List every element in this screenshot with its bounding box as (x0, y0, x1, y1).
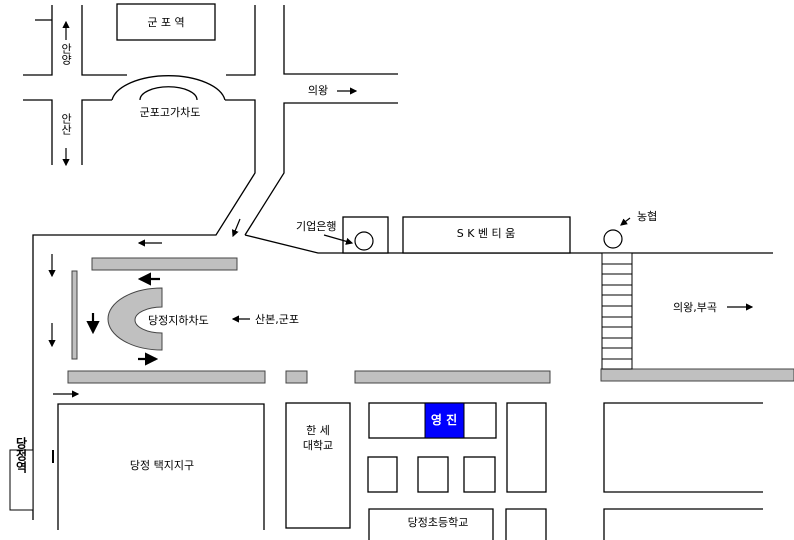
nonghyup-marker (603, 229, 623, 249)
dangjeong-district-label: 당정 택지지구 (130, 459, 194, 472)
arrow-pointer-icon (620, 217, 631, 226)
youngjin-highlight (424, 402, 465, 439)
dangjeong-underpass-shape (107, 287, 163, 351)
youngjin-label: 영 진 (431, 412, 457, 427)
uiwang-label: 의왕 (308, 84, 328, 97)
ansan-label: 안산 (60, 113, 73, 135)
crosswalk (601, 252, 633, 370)
sk-ventium-building (402, 216, 571, 254)
building-block (505, 508, 547, 540)
dangjeong-station-box (9, 449, 34, 511)
gunpo-station-building (116, 3, 216, 41)
building-block (417, 456, 449, 493)
building-block (603, 402, 763, 493)
dangjeong-district-block (57, 403, 265, 530)
gunpo-station-label: 군 포 역 (147, 16, 184, 29)
building-block (506, 402, 547, 493)
ibk-bank-label: 기업은행 (296, 220, 336, 233)
sanbon-gunpo-label: 산본,군포 (255, 313, 299, 326)
building-block (367, 456, 398, 493)
dangjeong-elementary-block (368, 508, 494, 540)
dangjeong-elementary-label: 당정초등학교 (408, 516, 469, 529)
uiwang-bugok-label: 의왕,부곡 (673, 301, 717, 314)
median-bars (67, 257, 794, 384)
hansei-university-building (285, 402, 351, 529)
building-block (603, 508, 763, 540)
hansei-label-line2: 대학교 (303, 439, 333, 452)
dangjeong-station-label: 당정역 (14, 436, 28, 474)
gunpo-overpass-shape (111, 75, 226, 101)
gunpo-overpass-label: 군포고가차도 (140, 106, 201, 119)
arrow-pointer-icon (323, 234, 354, 245)
nonghyup-label: 농협 (637, 210, 657, 223)
hansei-label-line1: 한 세 (306, 424, 330, 437)
sk-ventium-label: S K 벤 티 움 (457, 227, 516, 240)
building-block (463, 456, 496, 493)
anyang-label: 안양 (60, 43, 73, 65)
dangjeong-underpass-label: 당정지하차도 (148, 313, 209, 327)
ibk-bank-marker (354, 231, 374, 251)
arrow-down-left-icon (231, 218, 241, 238)
